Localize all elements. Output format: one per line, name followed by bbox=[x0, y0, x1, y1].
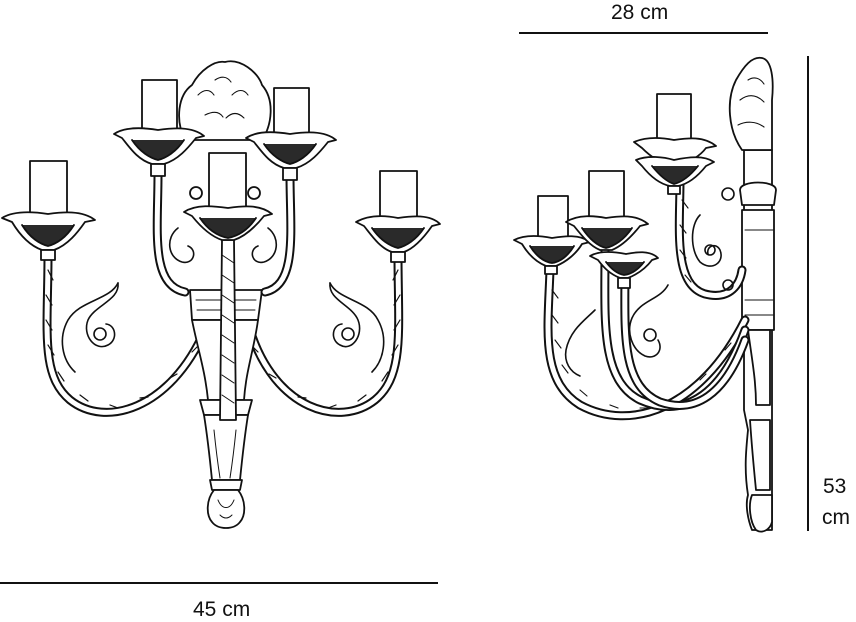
side-scroll-ornaments bbox=[564, 187, 735, 377]
height-value-label: 53 bbox=[823, 475, 847, 498]
height-unit-label: cm bbox=[822, 506, 850, 529]
wall-column bbox=[739, 149, 777, 533]
candle-upper-right bbox=[245, 87, 337, 181]
candle-center bbox=[183, 152, 273, 241]
crest-ornament bbox=[178, 60, 272, 141]
sconce-front-view bbox=[1, 60, 441, 529]
candle-upper-left bbox=[113, 79, 205, 177]
candle-outer-right bbox=[355, 170, 441, 263]
depth-label: 28 cm bbox=[611, 1, 669, 24]
side-candle-top bbox=[633, 93, 717, 195]
outer-arms bbox=[42, 250, 404, 417]
side-candle-back bbox=[589, 251, 659, 289]
side-crest-ornament bbox=[728, 56, 774, 151]
width-label: 45 cm bbox=[193, 598, 251, 621]
side-arms bbox=[543, 175, 750, 421]
inner-arms bbox=[152, 170, 296, 297]
side-candle-middle bbox=[565, 170, 649, 251]
side-candle-left bbox=[513, 195, 591, 275]
scroll-ornaments bbox=[61, 227, 385, 373]
candle-outer-left bbox=[1, 160, 96, 261]
sconce-side-view bbox=[513, 56, 777, 533]
